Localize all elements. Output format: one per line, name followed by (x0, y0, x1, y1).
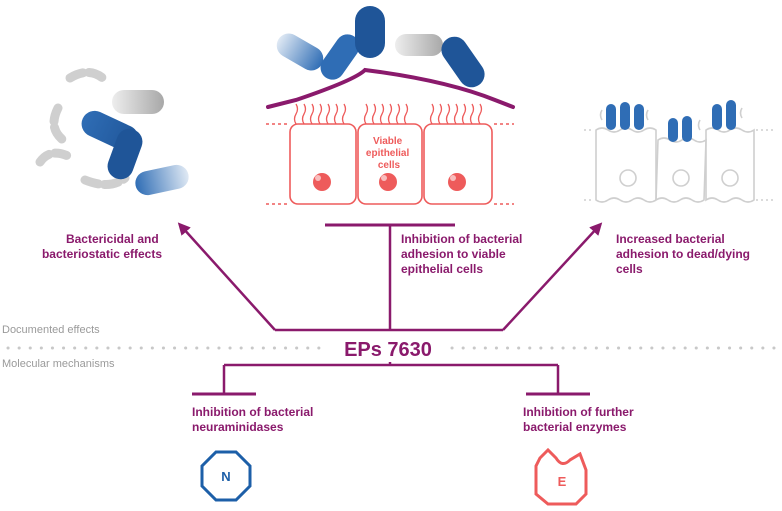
bacterium-icon (135, 164, 189, 196)
cell-nucleus (672, 169, 690, 187)
bacterium-icon (726, 100, 736, 130)
bacterium-icon (320, 34, 360, 80)
neuraminidase-icon: N (200, 450, 252, 502)
section-label-molecular-mechanisms: Molecular mechanisms (2, 358, 115, 370)
fading-bacterium-icon (112, 90, 164, 114)
effect-label-bactericidal: Bactericidal and bacteriostatic effects (42, 232, 162, 261)
mechanism-label-neuraminidases: Inhibition of bacterial neuraminidases (192, 405, 317, 434)
section-label-documented-effects: Documented effects (2, 324, 100, 336)
epithelial-cell (423, 123, 493, 205)
ep7630-label: EPs 7630 (344, 339, 432, 361)
cell-nucleus (448, 173, 466, 191)
bacterium-icon (620, 102, 630, 130)
bactericidal-illustration (35, 68, 189, 196)
dying-cells-illustration (584, 100, 774, 203)
enzyme-icon-letter: E (558, 474, 567, 489)
mechanism-label-other-enzymes: Inhibition of further bacterial enzymes (523, 405, 637, 434)
bacterium-icon (634, 104, 644, 130)
dead-bacterium-icon (65, 68, 110, 85)
bacterium-icon (712, 104, 722, 130)
bacterium-icon (395, 34, 443, 56)
dead-bacterium-icon (80, 173, 130, 189)
effect-label-adhesion-viable: Inhibition of bacterial adhesion to viab… (401, 232, 526, 276)
bacterium-icon (668, 118, 678, 142)
cell-nucleus (379, 173, 397, 191)
mucus-layer (266, 67, 515, 109)
cell-nucleus (313, 173, 331, 191)
cells-label: Viable epithelial cells (366, 136, 412, 171)
bacterium-icon (107, 128, 143, 180)
bacterium-icon (441, 36, 485, 88)
dead-bacterium-icon (35, 148, 73, 167)
dead-bacterium-icon (49, 103, 68, 145)
dying-cell (705, 127, 755, 203)
cell-nucleus (619, 169, 637, 187)
neuraminidase-icon-letter: N (221, 469, 230, 484)
effect-label-adhesion-dying: Increased bacterial adhesion to dead/dyi… (616, 232, 753, 276)
dying-cell (595, 127, 657, 203)
bacterium-icon (355, 6, 385, 58)
bacterium-icon (276, 33, 324, 71)
cell-nucleus (721, 169, 739, 187)
viable-epithelium-illustration: Viable epithelial cells (266, 6, 515, 205)
enzyme-icon: E (534, 447, 588, 506)
epithelial-cell (357, 123, 423, 205)
epithelial-cell (289, 123, 357, 205)
bacterium-icon (606, 104, 616, 130)
bacterium-icon (682, 116, 692, 142)
connector-lines (177, 222, 603, 396)
